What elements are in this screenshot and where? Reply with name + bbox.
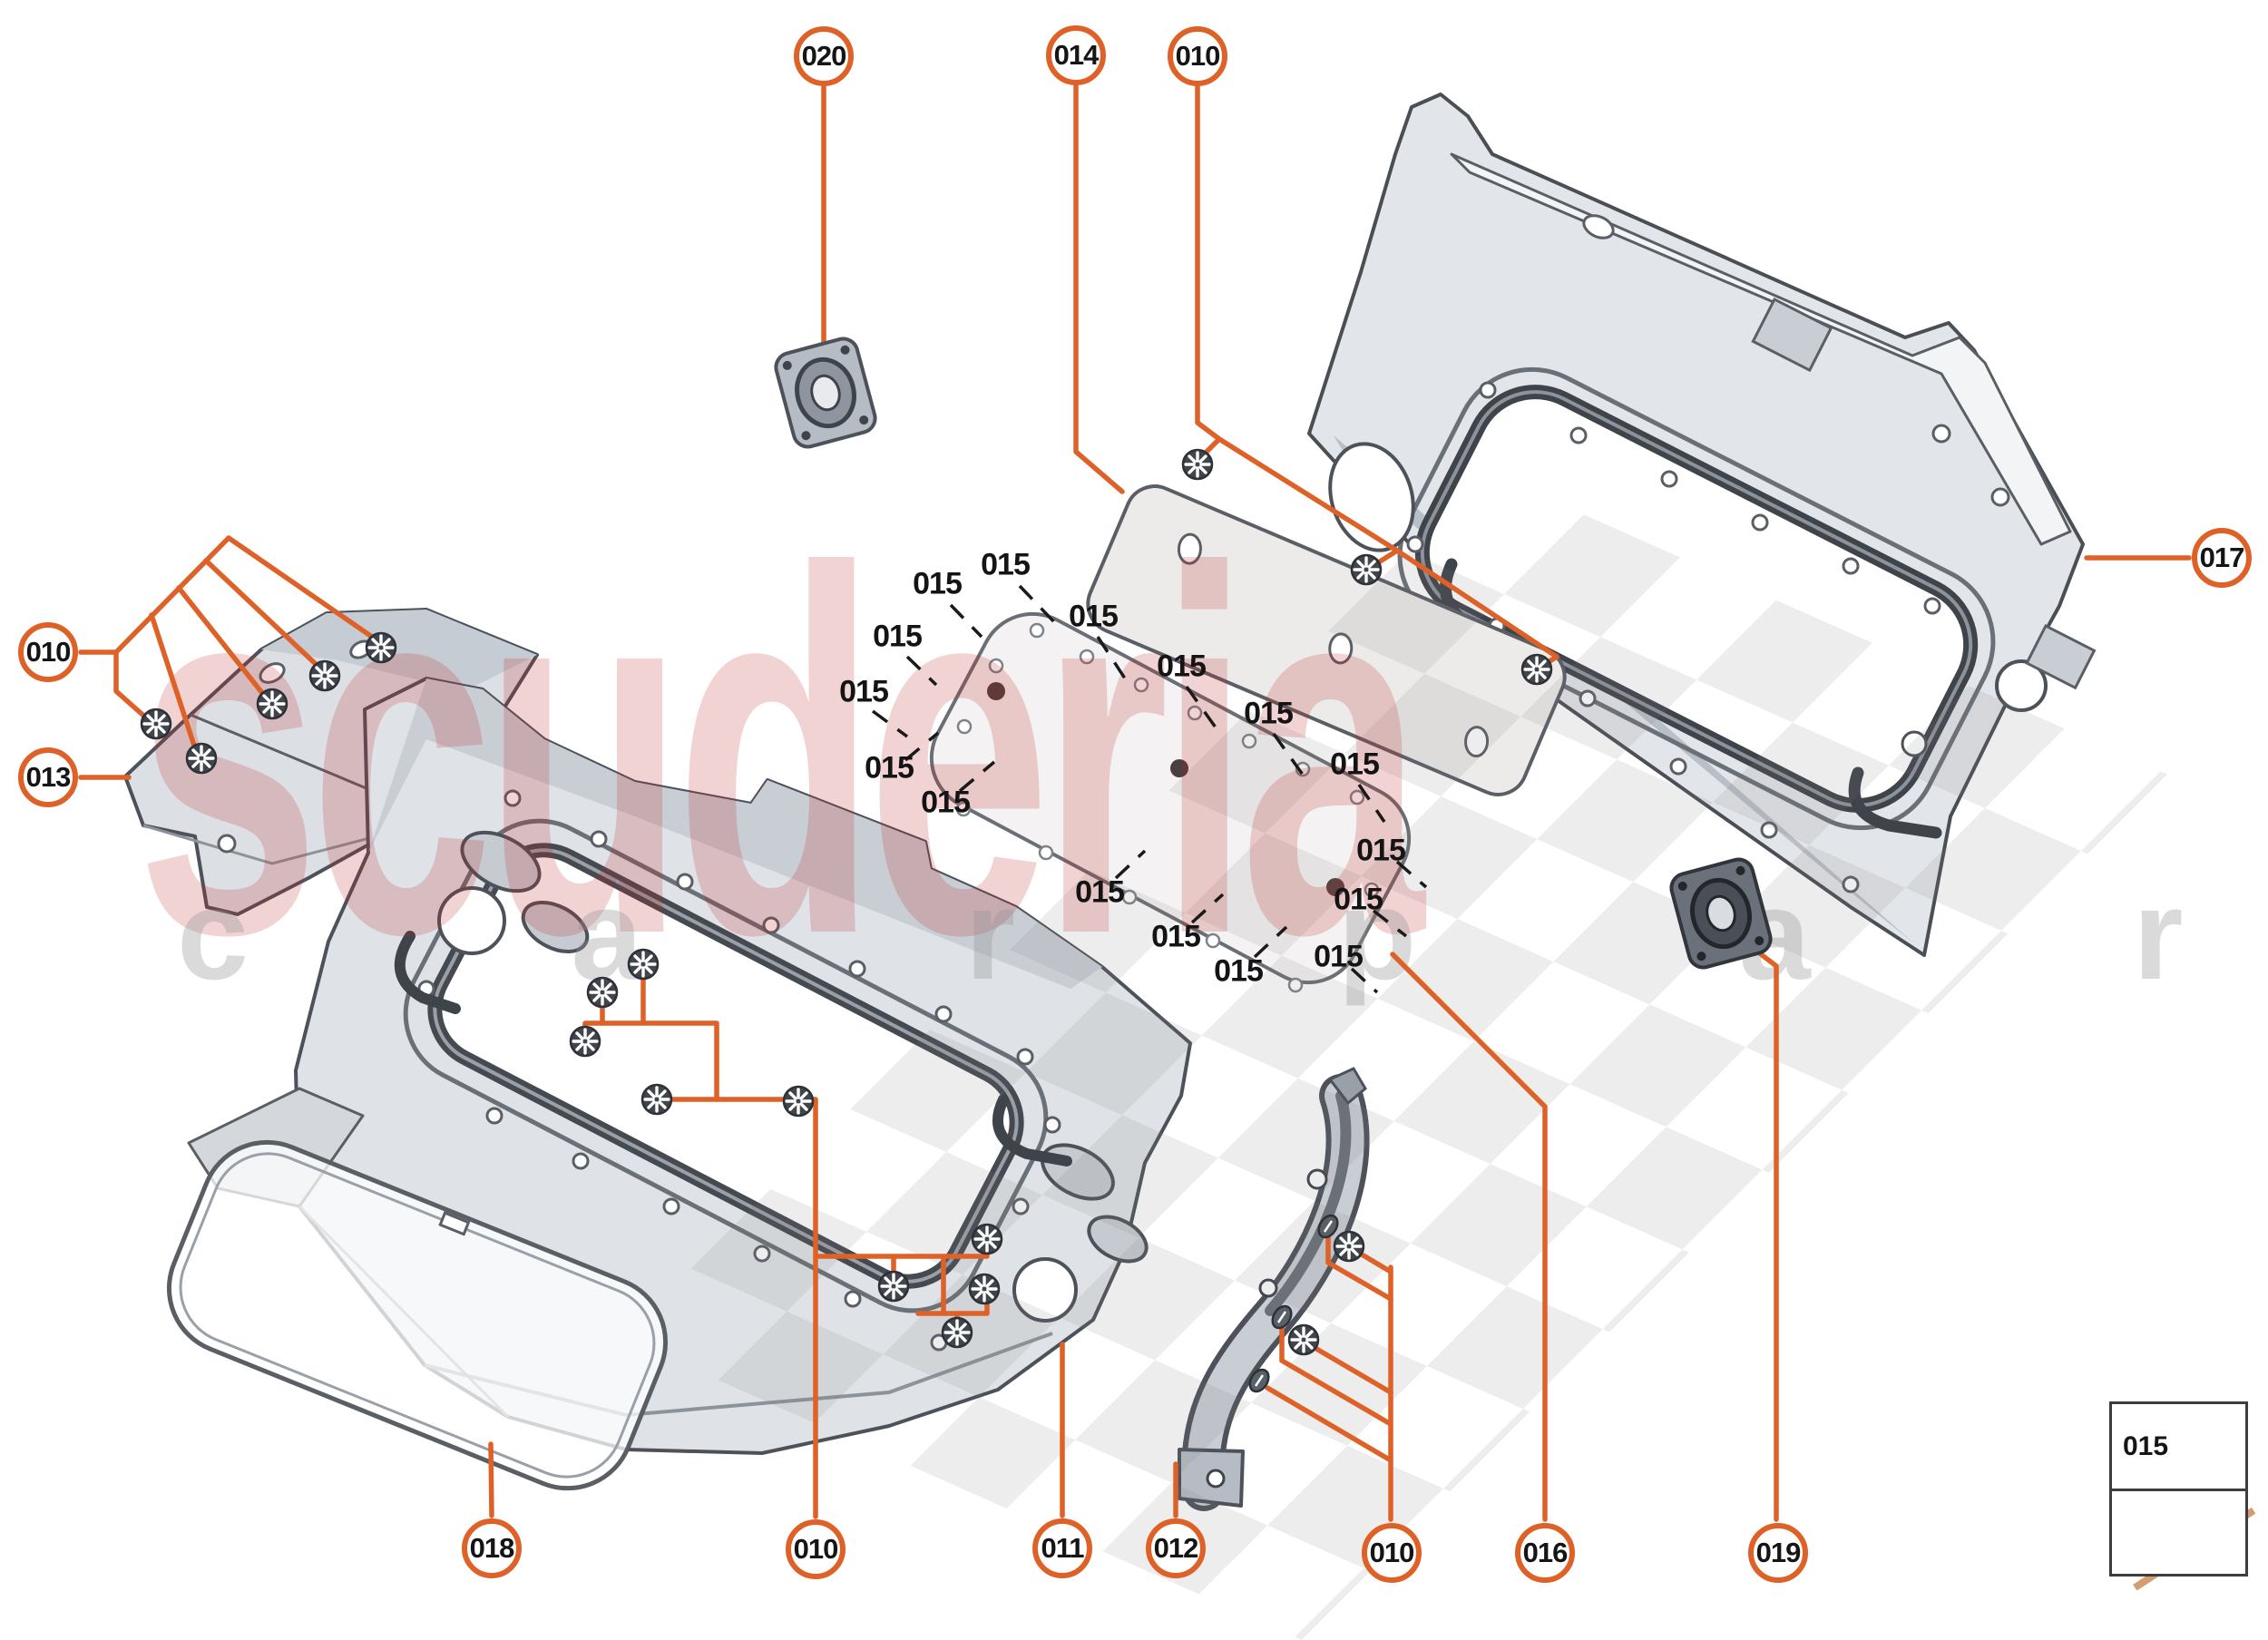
part-015-trim-panel — [929, 611, 1412, 993]
fastener-label-015: 015 — [839, 674, 889, 709]
fastener-label-015: 015 — [1334, 882, 1383, 917]
callout-020[interactable]: 020 — [794, 26, 854, 86]
fastener-label-015: 015 — [873, 619, 923, 654]
callout-013[interactable]: 013 — [18, 747, 78, 807]
callout-label: 010 — [1175, 40, 1221, 72]
callout-label: 020 — [801, 40, 847, 72]
fastener-label-015: 015 — [1075, 874, 1125, 910]
fastener-label-015: 015 — [1330, 747, 1380, 782]
callout-label: 010 — [25, 636, 72, 668]
fastener-label-015: 015 — [921, 785, 971, 820]
fastener-dash-leaders — [871, 584, 1428, 994]
callout-010[interactable]: 010 — [786, 1519, 846, 1579]
part-017-rear-bulkhead — [1307, 93, 2097, 957]
fastener-label-015: 015 — [865, 750, 914, 786]
callout-label: 018 — [469, 1532, 515, 1564]
fastener-label-015: 015 — [1069, 599, 1119, 634]
callout-010[interactable]: 010 — [1362, 1523, 1422, 1583]
part-018-seal-panel — [166, 1139, 669, 1491]
callout-label: 016 — [1522, 1537, 1569, 1568]
legend-fastener-cell: 015 — [2112, 1404, 2245, 1491]
callout-label: 011 — [1041, 1532, 1084, 1564]
fastener-label-015: 015 — [1214, 953, 1264, 989]
fastener-label-015: 015 — [1356, 833, 1406, 868]
callout-010[interactable]: 010 — [18, 622, 78, 682]
callout-018[interactable]: 018 — [462, 1518, 522, 1578]
fastener-label-015: 015 — [1314, 939, 1364, 974]
fastener-label-015: 015 — [1151, 919, 1201, 954]
fastener-label-015: 015 — [1157, 649, 1207, 684]
brand-watermark: scuderia — [136, 464, 1424, 1041]
callout-label: 012 — [1153, 1532, 1199, 1564]
fastener-label-015: 015 — [913, 566, 963, 601]
callout-014[interactable]: 014 — [1046, 25, 1106, 85]
callout-label: 019 — [1755, 1537, 1802, 1568]
callout-017[interactable]: 017 — [2192, 528, 2252, 588]
legend-direction-cell — [2112, 1491, 2245, 1574]
callout-012[interactable]: 012 — [1146, 1518, 1206, 1578]
callout-label: 013 — [25, 761, 72, 793]
callout-011[interactable]: 011 — [1032, 1518, 1092, 1578]
fastener-label-015: 015 — [981, 547, 1031, 582]
callout-label: 010 — [1369, 1537, 1415, 1568]
parts-artwork — [123, 93, 2097, 1511]
leader-lines — [78, 83, 2192, 1522]
brand-tagline-watermark: c a r p a r t s — [177, 863, 2268, 1007]
callout-016[interactable]: 016 — [1515, 1523, 1575, 1583]
callout-layer: 020 014 010 017 010 013 018 010 011 012 010 016 019 — [18, 25, 2252, 1583]
fastener-label-015: 015 — [1244, 696, 1294, 731]
callout-label: 017 — [2199, 542, 2245, 573]
parts-diagram-page: { "diagram": { "kind": "exploded-parts-d… — [18, 25, 2268, 1640]
callout-019[interactable]: 019 — [1748, 1523, 1808, 1583]
callout-010[interactable]: 010 — [1168, 26, 1227, 86]
callout-label: 014 — [1053, 39, 1100, 71]
callout-label: 010 — [793, 1533, 839, 1565]
legend-fastener-label: 015 — [2123, 1430, 2169, 1461]
legend-box: 015 — [2109, 1401, 2248, 1577]
